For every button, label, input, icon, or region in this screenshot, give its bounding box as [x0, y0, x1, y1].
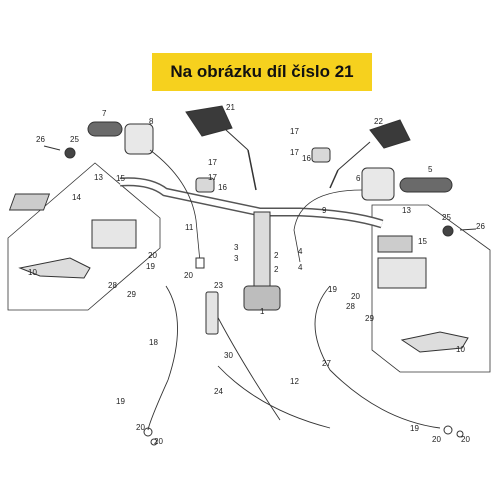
banner-text: Na obrázku díl číslo 21 — [170, 62, 354, 81]
callout-c18: 18 — [149, 338, 158, 347]
callout-c27: 27 — [322, 359, 331, 368]
left-brake-lever — [18, 257, 91, 279]
callout-c19b: 19 — [328, 285, 337, 294]
callout-c29b: 29 — [365, 314, 374, 323]
rear-brake-hose — [314, 285, 441, 429]
right-bar-end-screw — [459, 228, 477, 231]
callout-c19d: 19 — [410, 424, 419, 433]
right-clamp — [311, 147, 331, 163]
callout-c5: 5 — [428, 165, 433, 174]
callout-c16a: 16 — [302, 154, 311, 163]
callout-c20c: 20 — [351, 292, 360, 301]
callout-c20b: 20 — [184, 271, 193, 280]
right-grip — [399, 177, 453, 193]
callout-c20e: 20 — [432, 435, 441, 444]
left-reservoir-cap — [8, 193, 51, 211]
left-mirror-stem — [225, 129, 249, 151]
callout-c17d: 17 — [208, 173, 217, 182]
left-switch-housing — [124, 123, 154, 155]
left-switch-wire — [149, 149, 201, 263]
callout-c3b: 3 — [234, 254, 239, 263]
callout-c2b: 2 — [274, 265, 279, 274]
callout-c17b: 17 — [290, 148, 299, 157]
left-mirror — [185, 105, 233, 137]
callout-c12: 12 — [290, 377, 299, 386]
callout-c19c: 19 — [116, 397, 125, 406]
callout-c10b: 10 — [456, 345, 465, 354]
throttle-cable-b — [217, 365, 331, 429]
callout-c13a: 13 — [94, 173, 103, 182]
callout-c25b: 25 — [442, 213, 451, 222]
callout-c17c: 17 — [208, 158, 217, 167]
left-brake-panel — [7, 162, 161, 311]
left-bar-end — [64, 147, 76, 159]
callout-c10a: 10 — [28, 268, 37, 277]
callout-c16b: 16 — [218, 183, 227, 192]
callout-c26b: 26 — [476, 222, 485, 231]
steering-base — [243, 285, 281, 311]
callout-c28b: 28 — [346, 302, 355, 311]
callout-c3a: 3 — [234, 243, 239, 252]
right-brake-lever — [400, 331, 469, 353]
callout-c13b: 13 — [402, 206, 411, 215]
right-reservoir-cap — [377, 235, 413, 253]
callout-c23: 23 — [214, 281, 223, 290]
callout-c15a: 15 — [116, 174, 125, 183]
callout-c26a: 26 — [36, 135, 45, 144]
throttle-junction — [205, 291, 219, 335]
callout-c29a: 29 — [127, 290, 136, 299]
callout-c25a: 25 — [70, 135, 79, 144]
callout-c9: 9 — [322, 206, 327, 215]
callout-c8: 8 — [149, 117, 154, 126]
right-bar-end — [442, 225, 454, 237]
steering-stem — [253, 211, 271, 291]
right-brake-panel — [371, 204, 491, 373]
callout-c20f: 20 — [461, 435, 470, 444]
right-switch-wire — [293, 189, 363, 263]
left-reservoir — [91, 219, 137, 249]
right-mirror-stem — [337, 141, 371, 171]
callout-c1: 1 — [260, 307, 265, 316]
callout-c4a: 4 — [298, 247, 303, 256]
front-brake-hose — [147, 285, 178, 431]
callout-c20d: 20 — [136, 423, 145, 432]
callout-c20g: 20 — [154, 437, 163, 446]
callout-c30: 30 — [224, 351, 233, 360]
right-reservoir — [377, 257, 427, 289]
callout-c20a: 20 — [148, 251, 157, 260]
callout-c15b: 15 — [418, 237, 427, 246]
right-switch-housing — [361, 167, 395, 201]
callout-c4b: 4 — [298, 263, 303, 272]
left-clamp — [195, 177, 215, 193]
callout-c28a: 28 — [108, 281, 117, 290]
left-bar-end-screw — [43, 145, 61, 151]
callout-c11: 11 — [185, 223, 194, 232]
callout-c21a: 21 — [226, 103, 235, 112]
right-mirror — [369, 119, 411, 149]
callout-c6: 6 — [356, 174, 361, 183]
callout-c7: 7 — [102, 109, 107, 118]
part-number-banner: Na obrázku díl číslo 21 — [152, 53, 372, 91]
callout-c2a: 2 — [274, 251, 279, 260]
callout-c19a: 19 — [146, 262, 155, 271]
left-grip — [87, 121, 123, 137]
callout-c22: 22 — [374, 117, 383, 126]
callout-c17a: 17 — [290, 127, 299, 136]
callout-c24: 24 — [214, 387, 223, 396]
callout-c14: 14 — [72, 193, 81, 202]
throttle-cable-a — [213, 309, 281, 421]
